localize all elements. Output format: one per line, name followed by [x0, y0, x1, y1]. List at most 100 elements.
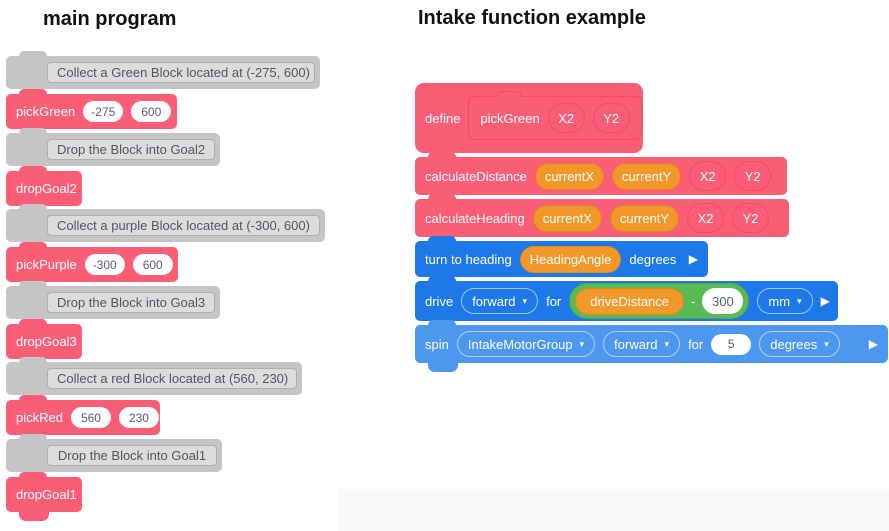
param-reporter[interactable]: X2 [689, 161, 727, 191]
comment-block[interactable]: Collect a Green Block located at (-275, … [6, 51, 320, 89]
comment-text-field[interactable]: Collect a purple Block located at (-300,… [47, 215, 320, 236]
expand-arrow-icon[interactable]: ▶ [820, 294, 830, 308]
block-label-for: for [546, 293, 562, 309]
block-label: dropGoal3 [16, 334, 77, 349]
block-bump [428, 236, 456, 242]
block-label: drive [425, 293, 454, 309]
param-reporter[interactable]: Y2 [732, 203, 770, 233]
unit-dropdown[interactable]: degrees ▾ [759, 331, 840, 357]
expand-arrow-icon[interactable]: ▶ [868, 337, 878, 351]
call-block-dropgoal3[interactable]: dropGoal3 [6, 319, 82, 359]
block-label: turn to heading [425, 251, 512, 267]
dropdown-value: IntakeMotorGroup [467, 336, 573, 352]
subtraction-operator-block[interactable]: driveDistance - 300 [569, 283, 750, 319]
chevron-down-icon: ▾ [522, 295, 528, 306]
block-bump [19, 89, 47, 95]
variable-reporter[interactable]: currentX [532, 204, 602, 232]
comment-text-field[interactable]: Drop the Block into Goal2 [47, 139, 215, 160]
block-label: calculateHeading [425, 210, 525, 226]
block-bump [19, 51, 47, 57]
param-reporter[interactable]: Y2 [734, 161, 772, 191]
unit-dropdown[interactable]: mm ▾ [757, 288, 813, 314]
number-input[interactable]: 560 [70, 407, 111, 428]
block-label-for: for [688, 336, 704, 352]
number-input[interactable]: -275 [83, 101, 124, 122]
param-reporter[interactable]: X2 [547, 103, 585, 133]
direction-dropdown[interactable]: forward ▾ [461, 288, 539, 314]
block-label: spin [425, 336, 449, 352]
spin-block[interactable]: spin IntakeMotorGroup ▾ forward ▾ for 5 … [415, 320, 888, 372]
number-input[interactable]: 600 [132, 254, 173, 275]
define-keyword: define [425, 110, 461, 126]
call-block-dropgoal2[interactable]: dropGoal2 [6, 166, 82, 206]
block-label: pickRed [16, 410, 63, 425]
block-bump [428, 152, 456, 158]
comment-text-field[interactable]: Collect a Green Block located at (-275, … [47, 62, 315, 83]
call-block-pickgreen[interactable]: pickGreen -275 600 [6, 89, 177, 129]
number-input[interactable]: 5 [711, 333, 752, 355]
comment-block[interactable]: Drop the Block into Goal2 [6, 128, 220, 166]
block-bump [496, 91, 523, 97]
expand-arrow-icon[interactable]: ▶ [688, 252, 698, 266]
block-bump [428, 276, 456, 282]
comment-block[interactable]: Drop the Block into Goal3 [6, 281, 220, 319]
variable-reporter[interactable]: currentX [534, 162, 605, 190]
variable-reporter[interactable]: HeadingAngle [519, 245, 622, 273]
block-label: calculateDistance [425, 168, 527, 184]
number-input[interactable]: 600 [131, 101, 172, 122]
block-bump [19, 242, 47, 248]
comment-block[interactable]: Collect a purple Block located at (-300,… [6, 204, 325, 242]
bottom-panel [338, 489, 889, 531]
block-bump [428, 320, 456, 326]
call-block-calculatedistance[interactable]: calculateDistance currentX currentY X2 Y… [415, 152, 787, 195]
block-bump [19, 128, 47, 134]
comment-block[interactable]: Collect a red Block located at (560, 230… [6, 357, 302, 395]
block-label: pickPurple [16, 257, 77, 272]
comment-text-field[interactable]: Collect a red Block located at (560, 230… [47, 368, 297, 389]
call-block-dropgoal1[interactable]: dropGoal1 [6, 472, 82, 521]
variable-reporter[interactable]: currentY [612, 162, 682, 190]
define-block[interactable]: define pickGreen X2 Y2 [415, 83, 643, 153]
operator-symbol: - [691, 293, 696, 309]
dropdown-value: mm [768, 293, 791, 309]
function-prototype[interactable]: pickGreen X2 Y2 [468, 91, 642, 140]
number-input[interactable]: 300 [702, 288, 744, 314]
dropdown-value: forward [614, 336, 658, 352]
param-reporter[interactable]: Y2 [592, 103, 630, 133]
comment-text-field[interactable]: Drop the Block into Goal3 [47, 292, 215, 313]
block-bump [19, 319, 47, 325]
function-name: pickGreen [480, 110, 540, 126]
variable-reporter[interactable]: driveDistance [575, 287, 685, 315]
call-block-pickpurple[interactable]: pickPurple -300 600 [6, 242, 178, 282]
turn-to-heading-block[interactable]: turn to heading HeadingAngle degrees ▶ [415, 236, 708, 277]
block-bump [19, 434, 47, 440]
block-label: dropGoal1 [16, 487, 77, 502]
motor-dropdown[interactable]: IntakeMotorGroup ▾ [456, 331, 596, 357]
comment-block[interactable]: Drop the Block into Goal1 [6, 434, 222, 472]
intake-function-title: Intake function example [418, 7, 646, 29]
drive-block[interactable]: drive forward ▾ for driveDistance - 300 … [415, 276, 838, 321]
dropdown-value: forward [472, 293, 516, 309]
dropdown-value: degrees [770, 336, 818, 352]
block-bump [19, 472, 47, 478]
main-program-title: main program [43, 8, 177, 30]
block-bump [19, 204, 47, 210]
block-label: dropGoal2 [16, 181, 77, 196]
block-label-suffix: degrees [629, 251, 677, 267]
block-bump [19, 395, 47, 401]
comment-text-field[interactable]: Drop the Block into Goal1 [47, 445, 217, 466]
call-block-calculateheading[interactable]: calculateHeading currentX currentY X2 Y2 [415, 194, 789, 237]
chevron-down-icon: ▾ [664, 338, 670, 349]
param-reporter[interactable]: X2 [687, 203, 725, 233]
direction-dropdown[interactable]: forward ▾ [603, 331, 681, 357]
number-input[interactable]: -300 [84, 254, 125, 275]
call-block-pickred[interactable]: pickRed 560 230 [6, 395, 160, 435]
number-input[interactable]: 230 [118, 407, 159, 428]
chevron-down-icon: ▾ [797, 295, 802, 306]
block-bump [19, 166, 47, 172]
variable-reporter[interactable]: currentY [609, 204, 680, 232]
block-tab [428, 362, 458, 372]
block-bump [19, 281, 47, 287]
block-bump [19, 357, 47, 363]
